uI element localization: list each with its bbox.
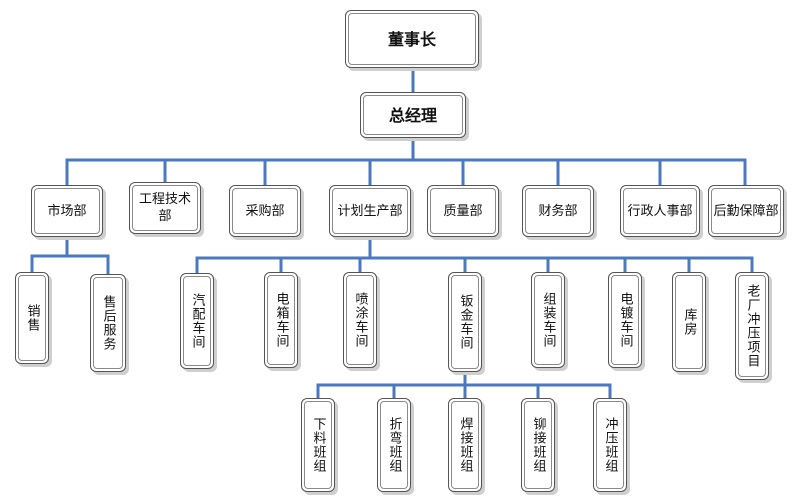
node-warehouse: 库房	[672, 272, 706, 372]
node-label: 钣金车间	[451, 275, 479, 369]
node-label: 市场部	[34, 188, 100, 234]
node-old-plant-stamping: 老厂冲压项目	[735, 272, 769, 380]
node-after-sales: 售后服务	[90, 274, 126, 372]
node-workshop-spraying: 喷涂车间	[343, 272, 377, 368]
node-dept-production-planning: 计划生产部	[329, 185, 411, 237]
node-label: 采购部	[232, 188, 298, 234]
node-label: 质量部	[430, 188, 496, 234]
node-label: 计划生产部	[332, 188, 408, 234]
node-workshop-assembly: 组装车间	[531, 272, 565, 368]
node-label: 后勤保障部	[711, 188, 781, 234]
node-label: 工程技术部	[132, 185, 198, 231]
node-team-welding: 焊接班组	[448, 398, 482, 492]
node-label: 焊接班组	[451, 401, 479, 489]
node-general-manager: 总经理	[360, 92, 466, 138]
node-workshop-auto-parts: 汽配车间	[180, 273, 214, 369]
node-label: 库房	[675, 275, 703, 369]
node-sales: 销售	[15, 272, 49, 364]
node-team-stamping: 冲压班组	[593, 398, 627, 492]
node-label: 老厂冲压项目	[738, 275, 766, 377]
node-team-riveting: 铆接班组	[521, 398, 555, 492]
node-label: 售后服务	[93, 277, 123, 369]
node-label: 董事长	[348, 13, 476, 65]
node-dept-hr-admin: 行政人事部	[620, 185, 700, 237]
node-label: 下料班组	[304, 401, 332, 489]
node-label: 财务部	[525, 188, 591, 234]
node-label: 电镀车间	[611, 275, 639, 365]
node-label: 冲压班组	[596, 401, 624, 489]
node-workshop-sheet-metal: 钣金车间	[448, 272, 482, 372]
node-chairman: 董事长	[345, 10, 479, 68]
node-dept-market: 市场部	[31, 185, 103, 237]
node-workshop-electric-box: 电箱车间	[264, 272, 298, 368]
node-team-blanking: 下料班组	[301, 398, 335, 492]
node-label: 汽配车间	[183, 276, 211, 366]
node-dept-purchasing: 采购部	[229, 185, 301, 237]
node-dept-engineering: 工程技术部	[129, 182, 201, 234]
node-dept-finance: 财务部	[522, 185, 594, 237]
node-label: 铆接班组	[524, 401, 552, 489]
node-dept-quality: 质量部	[427, 185, 499, 237]
node-team-bending: 折弯班组	[377, 398, 411, 492]
node-label: 行政人事部	[623, 188, 697, 234]
node-label: 电箱车间	[267, 275, 295, 365]
node-label: 组装车间	[534, 275, 562, 365]
node-label: 喷涂车间	[346, 275, 374, 365]
node-dept-logistics: 后勤保障部	[708, 185, 784, 237]
node-label: 总经理	[363, 95, 463, 135]
node-label: 销售	[18, 275, 46, 361]
node-workshop-electroplating: 电镀车间	[608, 272, 642, 368]
node-label: 折弯班组	[380, 401, 408, 489]
